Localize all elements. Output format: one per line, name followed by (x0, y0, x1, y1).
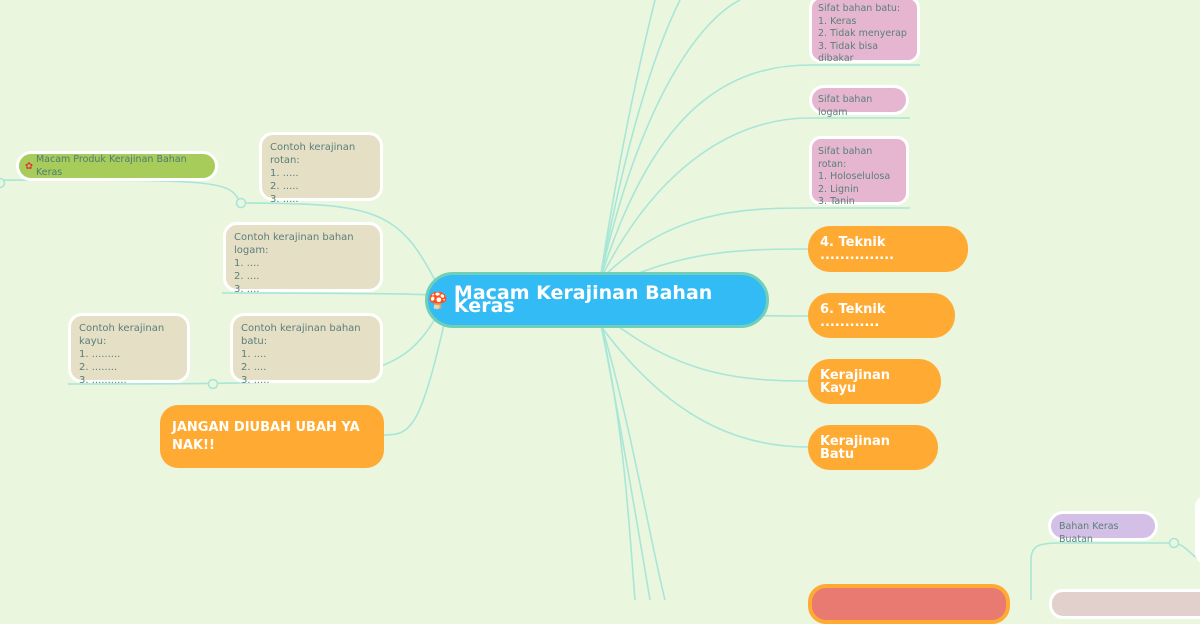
contoh-batu-node[interactable]: Contoh kerajinan bahan batu:1. ....2. ..… (230, 313, 383, 386)
bahan-keras-buatan-node[interactable]: Bahan Keras Buatan (1048, 511, 1158, 545)
produk-node[interactable]: ✿Macam Produk Kerajinan Bahan Keras (16, 151, 218, 181)
sifat-logam-node[interactable]: Sifat bahan logam (809, 85, 909, 118)
teknik-4-node[interactable]: 4. Teknik ............... (808, 226, 968, 272)
contoh-logam-node[interactable]: Contoh kerajinan bahan logam:1. ....2. .… (223, 222, 383, 295)
partial-node[interactable] (1195, 495, 1200, 565)
flower-icon: ✿ (25, 160, 33, 172)
contoh-rotan-node[interactable]: Contoh kerajinan rotan:1. .....2. .....3… (259, 132, 383, 205)
red-topic-node[interactable] (808, 584, 1010, 624)
contoh-kayu-node[interactable]: Contoh kerajinan kayu:1. .........2. ...… (68, 313, 190, 386)
teknik-6-node[interactable]: 6. Teknik ............ (808, 293, 955, 338)
mushroom-icon: 🍄 (428, 290, 448, 310)
kerajinan-batu-node[interactable]: Kerajinan Batu (808, 425, 938, 470)
central-topic[interactable]: 🍄Macam Kerajinan Bahan Keras (425, 272, 769, 328)
partial-node-bottom[interactable] (1049, 589, 1200, 619)
warning-node[interactable]: JANGAN DIUBAH UBAH YA NAK!! (160, 405, 384, 468)
kerajinan-kayu-node[interactable]: Kerajinan Kayu (808, 359, 941, 404)
